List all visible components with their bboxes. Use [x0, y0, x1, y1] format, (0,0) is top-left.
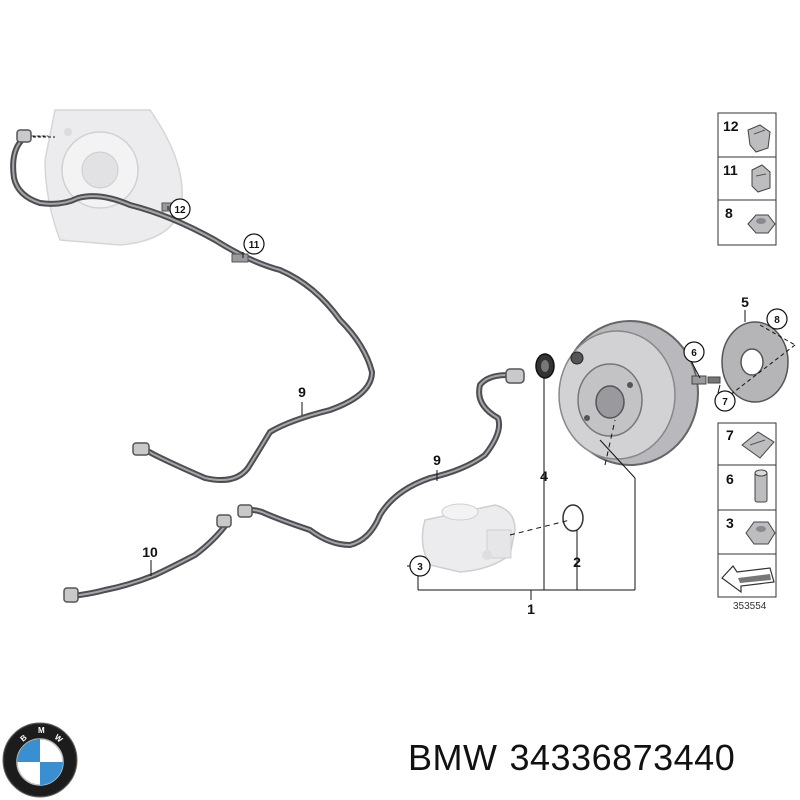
leader-lines	[33, 136, 796, 600]
callout-7: 7	[722, 397, 728, 408]
bmw-logo: B M W	[2, 722, 78, 798]
svg-text:M: M	[38, 726, 45, 735]
svg-text:W: W	[53, 733, 65, 745]
booster-plate-ghost	[44, 109, 183, 246]
bracket-clip-icon	[751, 164, 771, 193]
callout-5: 5	[741, 294, 749, 310]
callout-10: 10	[142, 544, 158, 560]
callout-3: 3	[417, 562, 423, 573]
brand-name: BMW	[408, 737, 498, 778]
reference-number: 353554	[733, 601, 767, 612]
brake-fluid-reservoir-ghost	[421, 503, 516, 573]
circled-callouts: 12 11 3 6 7 8	[169, 198, 788, 577]
callout-8: 8	[774, 315, 780, 326]
callout-1: 1	[527, 601, 535, 617]
legend-bottom: 7 6 3 353554	[717, 422, 777, 612]
callout-9-upper: 9	[298, 384, 306, 400]
callout-6: 6	[691, 348, 697, 359]
legend-top: 12 11 8	[717, 112, 777, 246]
callout-9-lower: 9	[433, 452, 441, 468]
callout-2: 2	[573, 554, 581, 570]
legend-num-3: 7	[726, 427, 734, 443]
legend-num-0: 12	[723, 118, 739, 134]
hex-nut-icon	[747, 214, 776, 234]
booster-gasket	[721, 321, 789, 403]
brand-label: BMW 34336873440	[408, 737, 747, 779]
legend-num-1: 11	[723, 162, 738, 178]
svg-text:B: B	[19, 733, 29, 744]
callout-11: 11	[249, 240, 260, 251]
legend-num-4: 6	[726, 471, 734, 487]
clip-icon	[747, 124, 771, 153]
hex-nut-icon	[745, 521, 776, 545]
vacuum-hose-lower	[237, 368, 525, 548]
sleeve-icon	[754, 469, 768, 503]
legend-num-5: 3	[726, 515, 734, 531]
arrow-icon	[721, 565, 775, 594]
spring-clip-icon	[741, 431, 775, 459]
vacuum-hose-upper	[10, 129, 375, 483]
vacuum-hose-10	[63, 514, 232, 603]
o-ring	[562, 504, 584, 532]
part-number: 34336873440	[509, 737, 736, 778]
booster-hardware	[691, 375, 721, 385]
callout-12: 12	[174, 205, 186, 216]
callout-4: 4	[540, 468, 548, 484]
check-valve-seal	[535, 353, 555, 379]
callout-labels: 1 2 4 5 9 9 10	[142, 294, 749, 617]
legend-num-2: 8	[725, 205, 733, 221]
brake-booster	[558, 320, 699, 466]
